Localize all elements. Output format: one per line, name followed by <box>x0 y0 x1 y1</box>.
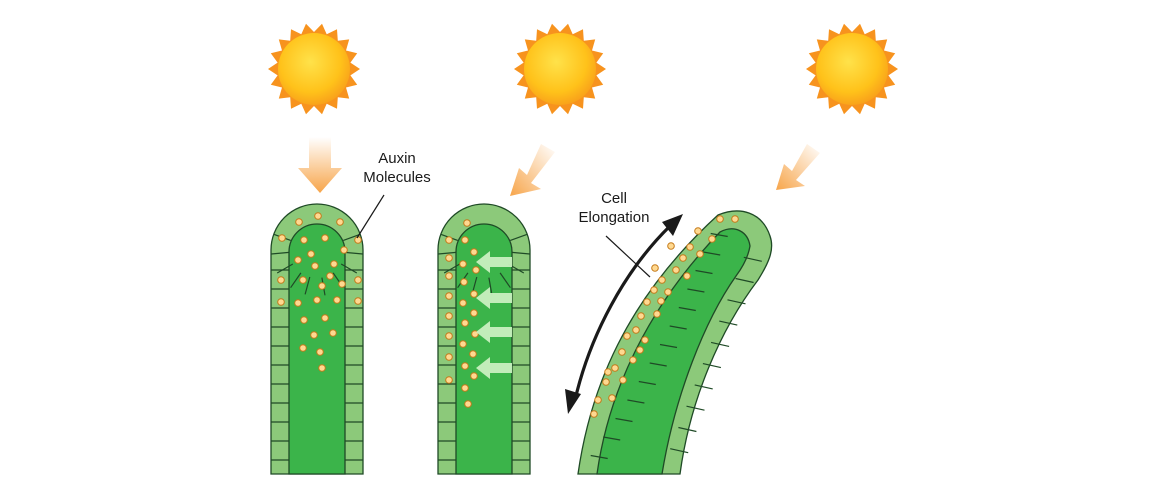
light-arrow-icon <box>510 144 555 196</box>
cell-label-line2: Elongation <box>578 209 650 226</box>
push-arrow-icon <box>476 357 512 379</box>
push-arrow-icon <box>476 251 512 273</box>
push-arrows-group <box>476 251 512 379</box>
double-arrow-icon <box>565 214 683 414</box>
light-arrow-icon <box>776 144 820 190</box>
sun-icon <box>268 23 360 115</box>
cell-elongation-label: Cell Elongation <box>569 189 659 227</box>
suns-group <box>268 23 898 115</box>
sun-icon <box>514 23 606 115</box>
auxin-leader-line <box>356 194 385 239</box>
elongation-leader-line <box>605 235 651 278</box>
sun-icon <box>806 23 898 115</box>
auxin-label-line2: Molecules <box>363 169 431 186</box>
stem-bending <box>577 210 773 475</box>
cell-label-line1: Cell <box>601 190 627 207</box>
stem-straight-left <box>270 203 364 475</box>
push-arrow-icon <box>476 287 512 309</box>
stem-straight-middle <box>437 203 531 475</box>
push-arrow-icon <box>476 321 512 343</box>
auxin-label-line1: Auxin <box>378 150 416 167</box>
auxin-molecules <box>277 212 739 418</box>
light-arrow-icon <box>298 137 342 193</box>
auxin-label: Auxin Molecules <box>352 149 442 187</box>
